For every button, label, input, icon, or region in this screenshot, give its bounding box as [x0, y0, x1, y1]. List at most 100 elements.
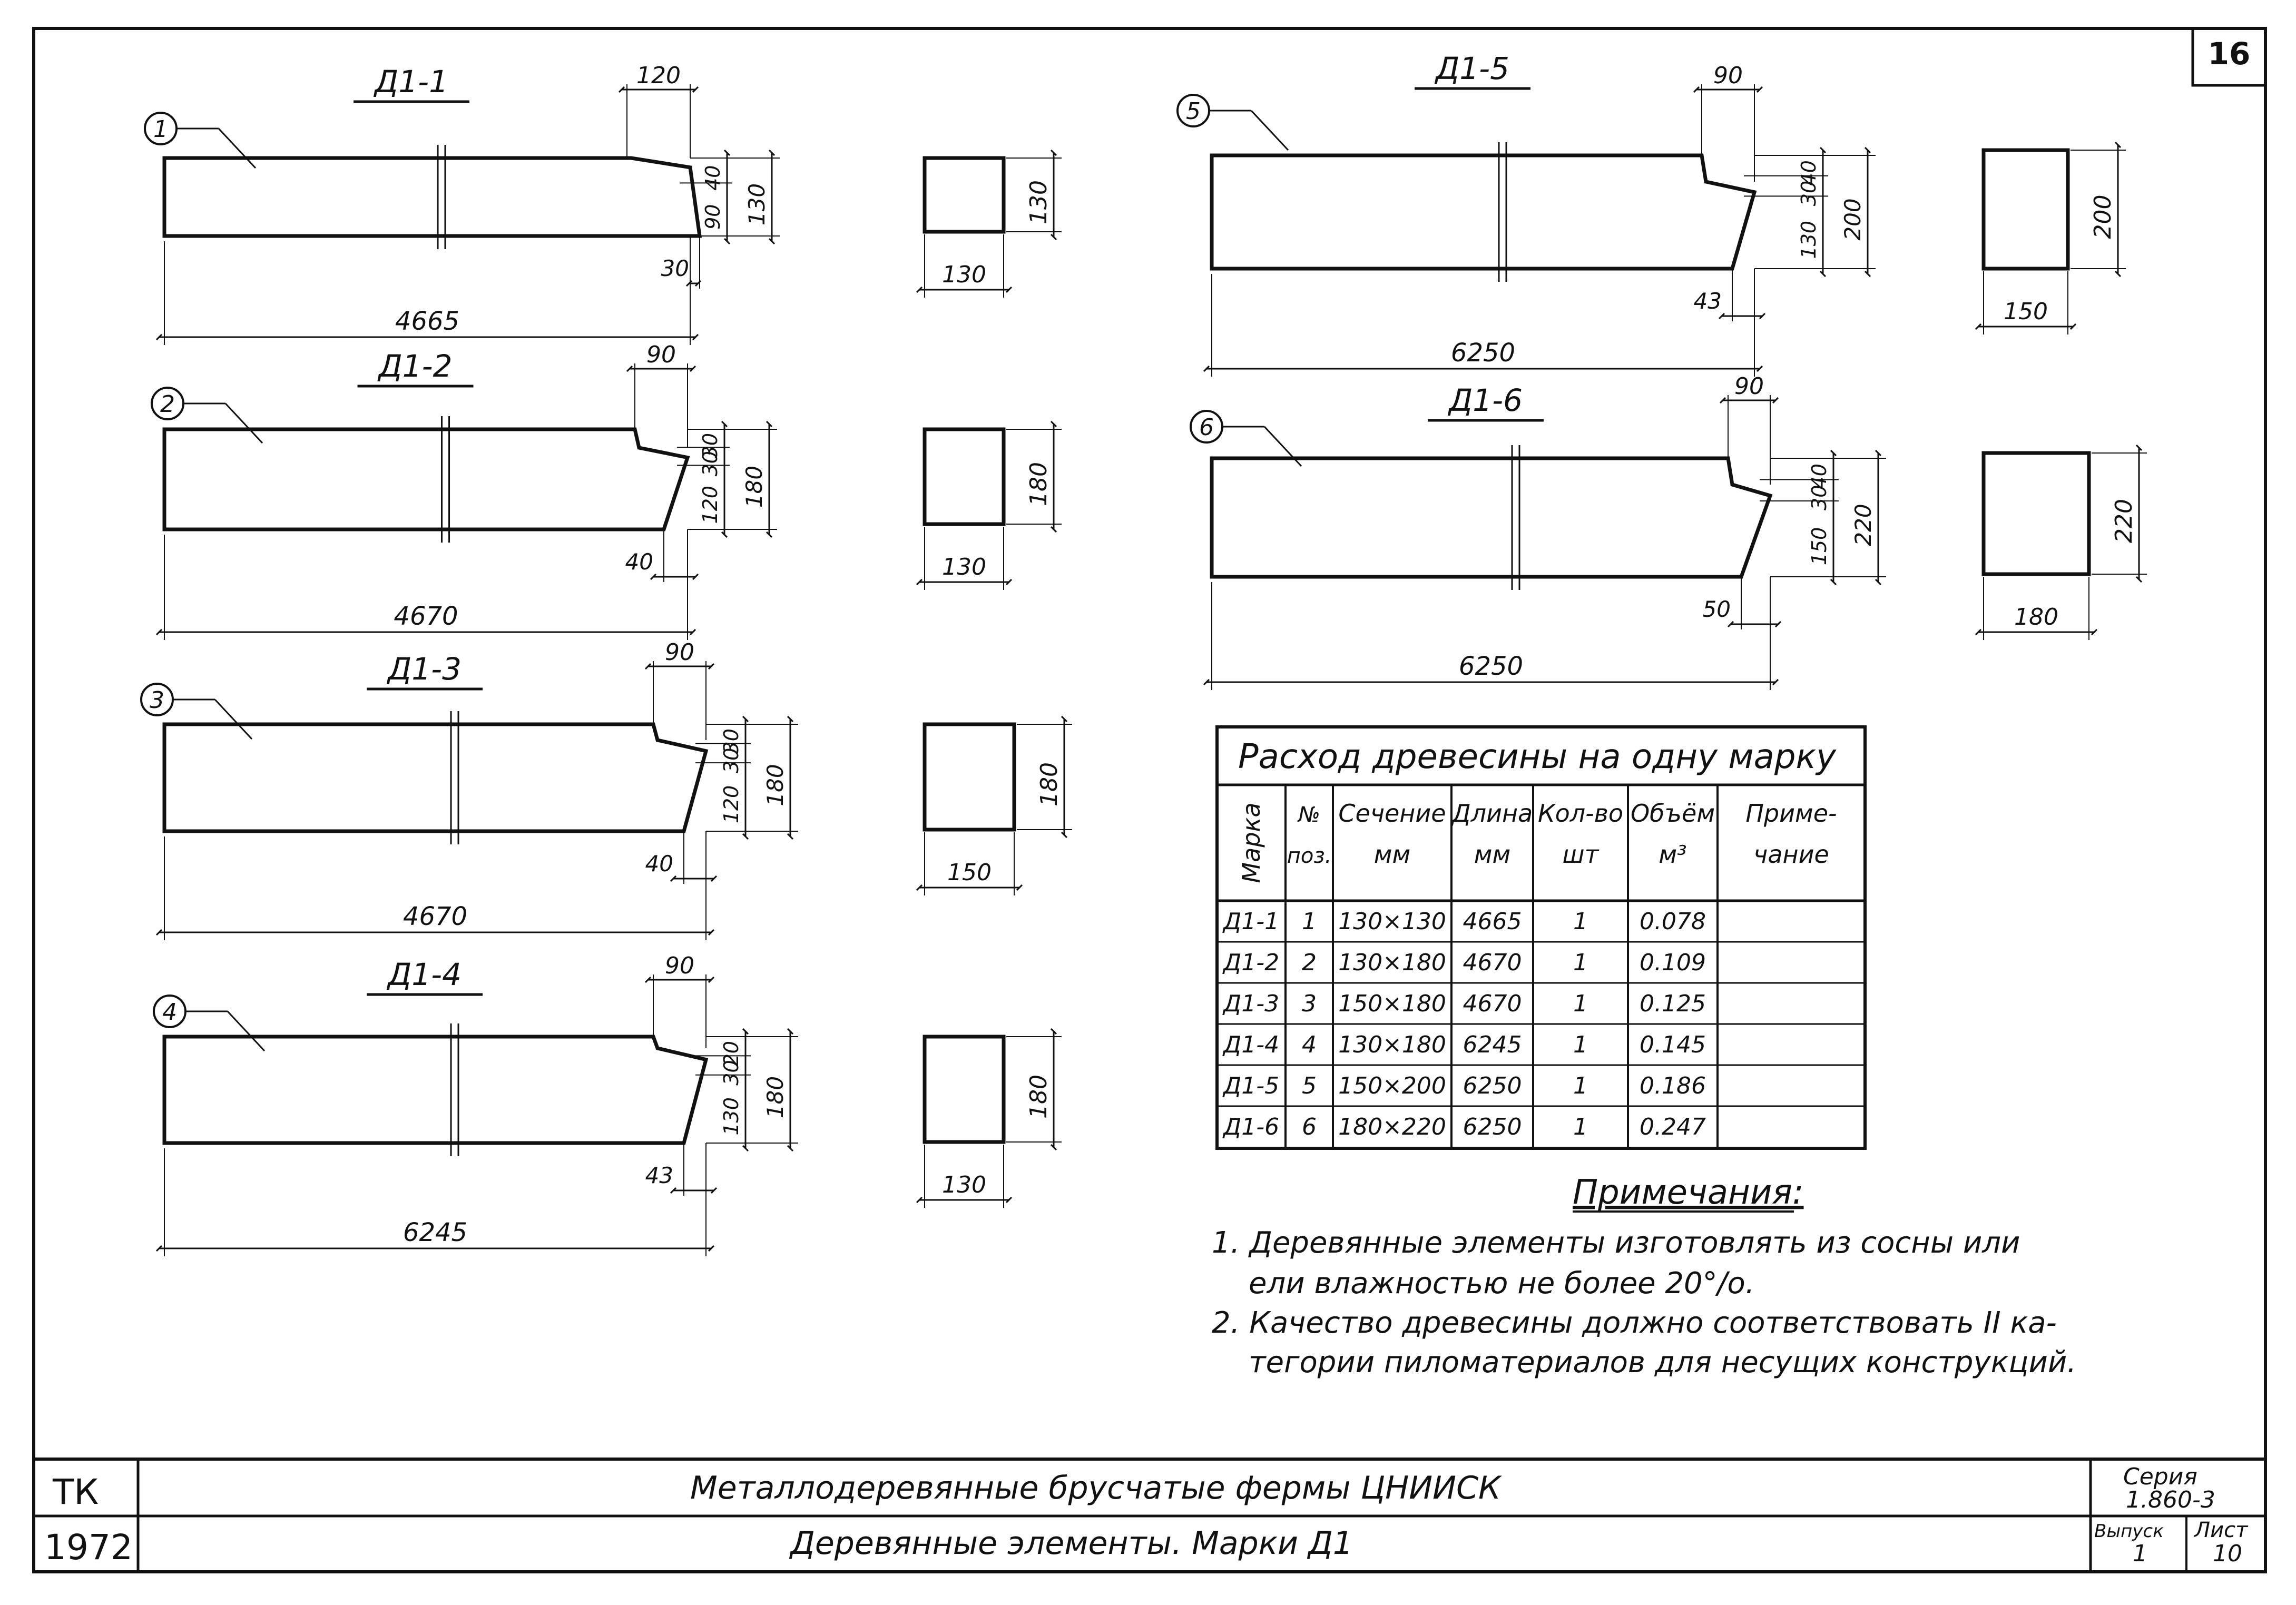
height-value: 180 — [762, 764, 788, 806]
leader-line — [1250, 110, 1289, 151]
drawing-frame — [32, 27, 2267, 1573]
table-column-lines — [1284, 785, 1719, 1148]
length-value: 6250 — [1459, 652, 1523, 681]
header-cell: Марка — [1237, 802, 1265, 883]
section-width-value: 180 — [2014, 604, 2058, 631]
beam-outline — [162, 156, 702, 238]
table-cell: 1 — [1573, 1114, 1588, 1140]
table-cell: 1 — [1573, 908, 1588, 935]
section-height-value: 200 — [2089, 195, 2116, 239]
cross-section — [923, 156, 1006, 234]
header-cell: Приме-чание — [1745, 799, 1837, 869]
beam-outline — [162, 1035, 709, 1145]
title-block: ТК 1972 Металлодеревянные брусчатые ферм… — [34, 1458, 2265, 1572]
top-dimension-value: 90 — [665, 639, 694, 666]
note-line-1: 1. Деревянные элементы изготовлять из со… — [1212, 1226, 2020, 1260]
tip-dimension-value: 30 — [661, 255, 689, 281]
sheet-number-box: 16 — [2191, 27, 2267, 87]
table-cell: 6 — [1302, 1114, 1317, 1140]
table-cell: 130×130 — [1338, 908, 1446, 935]
table-cell: 150×200 — [1338, 1072, 1446, 1099]
top-dimension-value: 90 — [1713, 62, 1743, 89]
table-cell: 4665 — [1463, 908, 1522, 935]
note-line-3: 2. Качество древесины должно соответство… — [1212, 1306, 2057, 1340]
year: 1972 — [44, 1527, 133, 1568]
table-cell: 1 — [1573, 1072, 1588, 1099]
note-line-4: тегории пиломатериалов для несущих конст… — [1249, 1345, 2076, 1380]
tip-dimension-value: 43 — [645, 1163, 673, 1188]
element-mark: Д1-6 — [1447, 382, 1523, 418]
section-height-value: 130 — [1025, 180, 1052, 224]
table-cell: 0.078 — [1640, 908, 1706, 935]
series-value: 1.860-3 — [2126, 1486, 2215, 1513]
element-mark: Д1-3 — [386, 651, 462, 687]
table-cell: 180×220 — [1338, 1114, 1446, 1140]
leader-line — [1263, 426, 1302, 467]
tip-dimension-value: 50 — [1703, 596, 1731, 622]
table-cell: 1 — [1573, 990, 1588, 1017]
tip-dimension-value: 43 — [1694, 288, 1722, 314]
position-number: 1 — [153, 116, 168, 143]
partial-dimension-value: 40 — [1808, 464, 1831, 489]
partial-dimension-value: 120 — [720, 785, 743, 824]
partial-dimension-value: 30 — [720, 728, 743, 754]
partial-dimension-value: 30 — [1797, 181, 1820, 206]
section-width-value: 130 — [942, 554, 986, 580]
leader-line — [218, 127, 257, 169]
table-cell: 0.109 — [1640, 949, 1706, 976]
top-dimension-value: 120 — [636, 62, 681, 89]
beam-outline — [1210, 153, 1757, 271]
position-number: 5 — [1186, 98, 1201, 125]
length-value: 6250 — [1451, 338, 1515, 368]
element-mark: Д1-5 — [1434, 51, 1509, 86]
sheet-value: 10 — [2213, 1540, 2242, 1567]
table-cell: 0.247 — [1640, 1114, 1706, 1140]
table-cell: 2 — [1302, 949, 1317, 976]
table-cell: 130×180 — [1338, 1031, 1446, 1058]
top-dimension-value: 90 — [665, 952, 694, 979]
table-cell: Д1-5 — [1222, 1072, 1279, 1099]
section-width-value: 130 — [942, 1171, 986, 1198]
partial-dimension-value: 30 — [699, 451, 722, 476]
table-cell: 1 — [1573, 949, 1588, 976]
table-cell: 5 — [1302, 1072, 1317, 1099]
position-number: 2 — [160, 391, 175, 418]
leader-line — [214, 698, 253, 740]
cross-section — [1981, 148, 2070, 271]
table-cell: 3 — [1302, 990, 1317, 1017]
partial-dimension-value: 40 — [701, 165, 724, 191]
leader-line — [227, 1010, 266, 1052]
table-cell: Д1-4 — [1222, 1031, 1279, 1058]
height-value: 180 — [741, 466, 767, 508]
table-cell: 4 — [1302, 1031, 1317, 1058]
table-cell: 1 — [1573, 1031, 1588, 1058]
beam-outline — [162, 427, 690, 531]
cross-section — [923, 722, 1016, 832]
position-number: 6 — [1199, 414, 1214, 441]
table-cell: 6245 — [1463, 1031, 1522, 1058]
table-cell: 130×180 — [1338, 949, 1446, 976]
table-cell: Д1-6 — [1222, 1114, 1279, 1140]
table-cell: Д1-2 — [1222, 949, 1279, 976]
table-cell: 4670 — [1463, 990, 1522, 1017]
table-cell: 1 — [1302, 908, 1317, 935]
leader-line — [224, 402, 263, 444]
section-width-value: 150 — [947, 859, 992, 886]
partial-dimension-value: 90 — [701, 204, 724, 230]
partial-dimension-value: 130 — [1797, 221, 1820, 259]
partial-dimension-value: 30 — [699, 433, 722, 458]
section-height-value: 180 — [1025, 462, 1052, 506]
